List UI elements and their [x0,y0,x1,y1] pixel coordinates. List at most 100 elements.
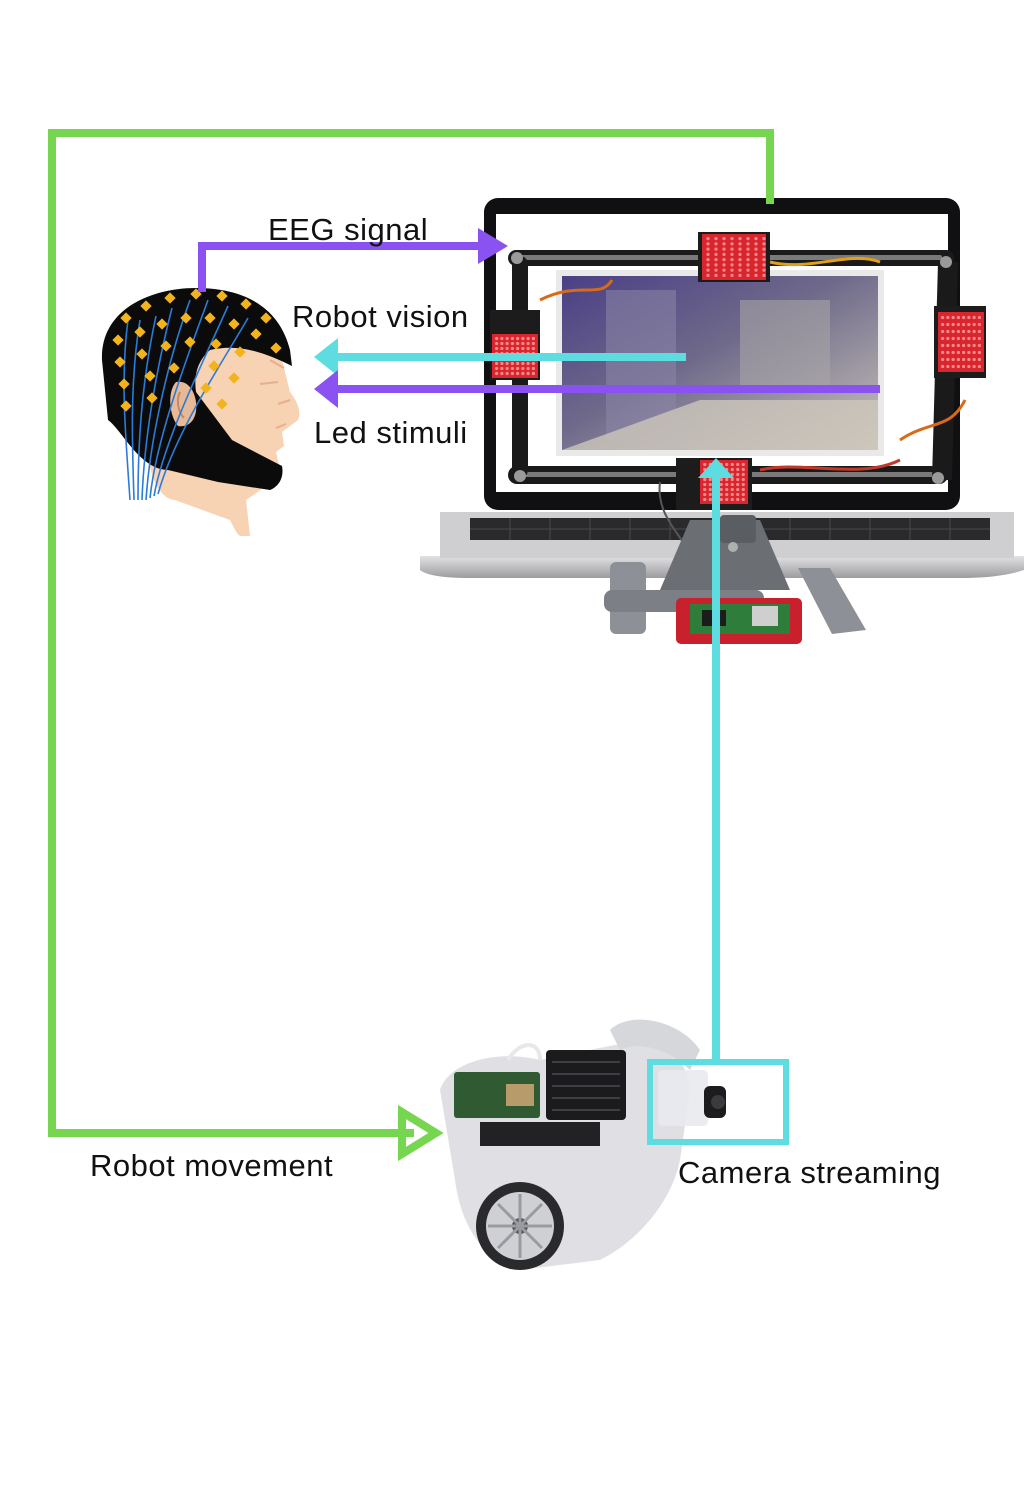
electrode-dot [270,342,282,354]
robot-movement-path [48,129,774,1137]
led-dot [967,322,971,327]
led-dot [722,258,726,262]
led-dot [510,346,514,351]
led-dot [746,242,750,246]
electrode-dot [164,292,176,304]
led-dot [706,273,710,277]
led-dot [741,477,745,482]
led-dot [762,263,766,267]
led-dot [738,252,742,256]
led-dot [941,350,945,355]
camera-streaming-arrowhead [698,458,734,478]
electrode-dot [144,370,156,382]
led-dot [703,487,707,492]
led-dot [526,346,530,351]
led-dot [962,322,966,327]
led-dot [722,237,726,241]
electrode-dot [228,318,240,330]
led-dot [730,242,734,246]
led-dot [706,263,710,267]
led-dot [746,263,750,267]
led-dot [703,482,707,487]
led-dot [706,268,710,272]
led-dot [977,315,981,320]
led-dot [531,361,535,366]
led-dot [967,315,971,320]
led-dot [977,322,981,327]
led-dot [754,247,758,251]
led-dot [708,492,712,497]
led-dot [762,252,766,256]
electrode-dot [208,360,220,372]
led-dot [946,364,950,369]
led-dot [505,361,509,366]
led-dot [746,258,750,262]
led-dot [730,482,734,487]
led-dot [719,487,723,492]
led-dot [736,482,740,487]
led-dot [946,315,950,320]
led-dot [972,343,976,348]
led-dot [972,350,976,355]
electrode-dot [204,312,216,324]
robot-vision-label: Robot vision [292,299,469,334]
led-dot [500,336,504,341]
led-dot [725,497,729,502]
led-dot [956,336,960,341]
electrode-dot [240,298,252,310]
led-dot [714,258,718,262]
led-dot [762,242,766,246]
led-dot [741,467,745,472]
electrode-dot [146,392,158,404]
led-dot [526,371,530,376]
led-dot [736,462,740,467]
electrode-dot [250,328,262,340]
led-dot [736,492,740,497]
led-dot [500,361,504,366]
led-dot [754,237,758,241]
led-dot [977,350,981,355]
led-dot [972,315,976,320]
led-dot [521,336,525,341]
led-dot [762,268,766,272]
led-dot [722,268,726,272]
led-dot [746,252,750,256]
led-dot [719,477,723,482]
led-dot [951,322,955,327]
led-dot [516,366,520,371]
led-dot [714,242,718,246]
led-dot [736,472,740,477]
led-dot [967,336,971,341]
led-dot [500,341,504,346]
led-dot [708,487,712,492]
led-dot [746,268,750,272]
led-dot [962,315,966,320]
led-dot [725,492,729,497]
electrode-dot [168,362,180,374]
led-dot [730,247,734,251]
led-dot [956,315,960,320]
led-dot [706,247,710,251]
electrode-dot [200,382,212,394]
led-dot [730,258,734,262]
led-dot [526,361,530,366]
led-dot [730,477,734,482]
raspberry-pi-board [676,598,802,644]
led-dot [708,477,712,482]
led-dot [946,329,950,334]
electrode-dot [216,290,228,302]
led-dot [941,357,945,362]
led-dot [516,371,520,376]
led-dot [972,364,976,369]
electrode-dot [184,336,196,348]
led-dot [951,364,955,369]
led-dot [956,322,960,327]
led-dot [941,336,945,341]
led-dot [741,472,745,477]
led-dot [738,273,742,277]
led-dot [956,357,960,362]
led-dot [730,467,734,472]
led-dot [722,273,726,277]
led-dot [719,482,723,487]
led-dot [754,258,758,262]
